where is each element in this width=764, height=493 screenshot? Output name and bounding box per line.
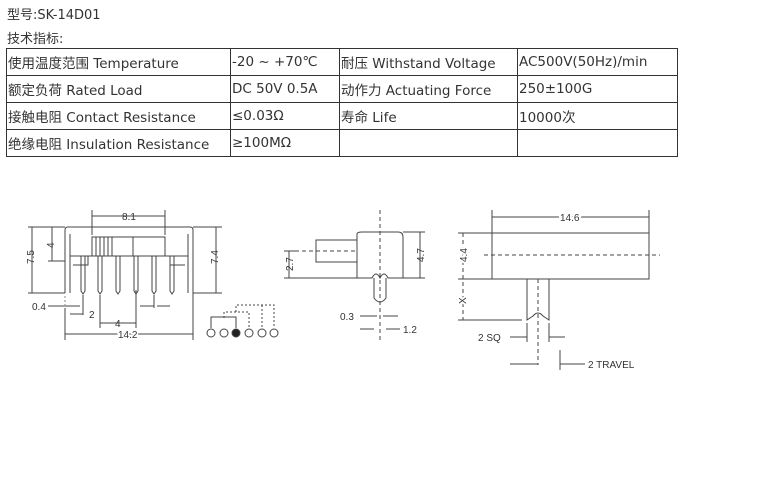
front-view — [28, 210, 279, 340]
pin — [169, 256, 175, 295]
dim-4-pitch: 4 — [115, 319, 121, 330]
spec-row: 绝缘电阻 Insulation Resistance≥100MΩ — [6, 129, 678, 157]
dim-2-travel: 2 TRAVEL — [588, 360, 635, 371]
dim-7-5: 7.5 — [26, 250, 37, 264]
dim-0-3: 0.3 — [340, 312, 354, 323]
dim-x: X — [458, 297, 469, 304]
spec-label: 额定负荷 Rated Load — [6, 75, 231, 103]
spec-value: -20 ~ +70℃ — [230, 48, 340, 76]
terminal-circle — [244, 328, 254, 338]
side-view — [284, 210, 425, 340]
dim-4: 4 — [46, 242, 57, 248]
spec-label: 接触电阻 Contact Resistance — [6, 102, 231, 130]
pin — [97, 256, 103, 295]
dim-14-6: 14.6 — [560, 213, 580, 224]
dim-4-7: 4.7 — [416, 248, 427, 262]
dim-4-4: 4.4 — [459, 248, 470, 262]
dim-14-2: 14.2 — [118, 330, 138, 341]
spec-value: AC500V(50Hz)/min — [517, 48, 678, 76]
dim-8-1: 8.1 — [122, 212, 136, 223]
dimension-drawing: 8.1 7.5 4 7.4 0.4 2 4 14.2 2.7 4.7 0.3 1… — [26, 210, 660, 371]
dim-7-4: 7.4 — [210, 250, 221, 264]
spec-label: 耐压 Withstand Voltage — [339, 48, 518, 76]
spec-value: 10000次 — [517, 102, 678, 130]
pin — [80, 256, 86, 295]
spec-value: ≥100MΩ — [230, 129, 340, 157]
spec-label: 使用温度范围 Temperature — [6, 48, 231, 76]
terminal-circle — [257, 328, 267, 338]
spec-value: DC 50V 0.5A — [230, 75, 340, 103]
dim-0-4: 0.4 — [32, 302, 46, 313]
spec-label — [339, 129, 518, 157]
pin — [133, 256, 139, 295]
dim-2: 2 — [89, 310, 95, 321]
terminal-circle — [206, 328, 216, 338]
spec-value: ≤0.03Ω — [230, 102, 340, 130]
spec-label: 动作力 Actuating Force — [339, 75, 518, 103]
dim-1-2: 1.2 — [403, 325, 417, 336]
dim-2-7: 2.7 — [285, 257, 296, 271]
terminal-circle — [269, 328, 279, 338]
top-view — [458, 210, 660, 370]
terminal-circle — [231, 328, 241, 338]
model-number: 型号:SK-14D01 — [7, 8, 101, 23]
pin — [115, 256, 121, 295]
spec-label: 绝缘电阻 Insulation Resistance — [6, 129, 231, 157]
dim-2-sq: 2 SQ — [478, 333, 501, 344]
spec-label: 寿命 Life — [339, 102, 518, 130]
tech-specs-label: 技术指标: — [7, 32, 64, 47]
spec-value: 250±100G — [517, 75, 678, 103]
terminal-circle — [219, 328, 229, 338]
pin — [151, 256, 157, 295]
spec-value — [517, 129, 678, 157]
